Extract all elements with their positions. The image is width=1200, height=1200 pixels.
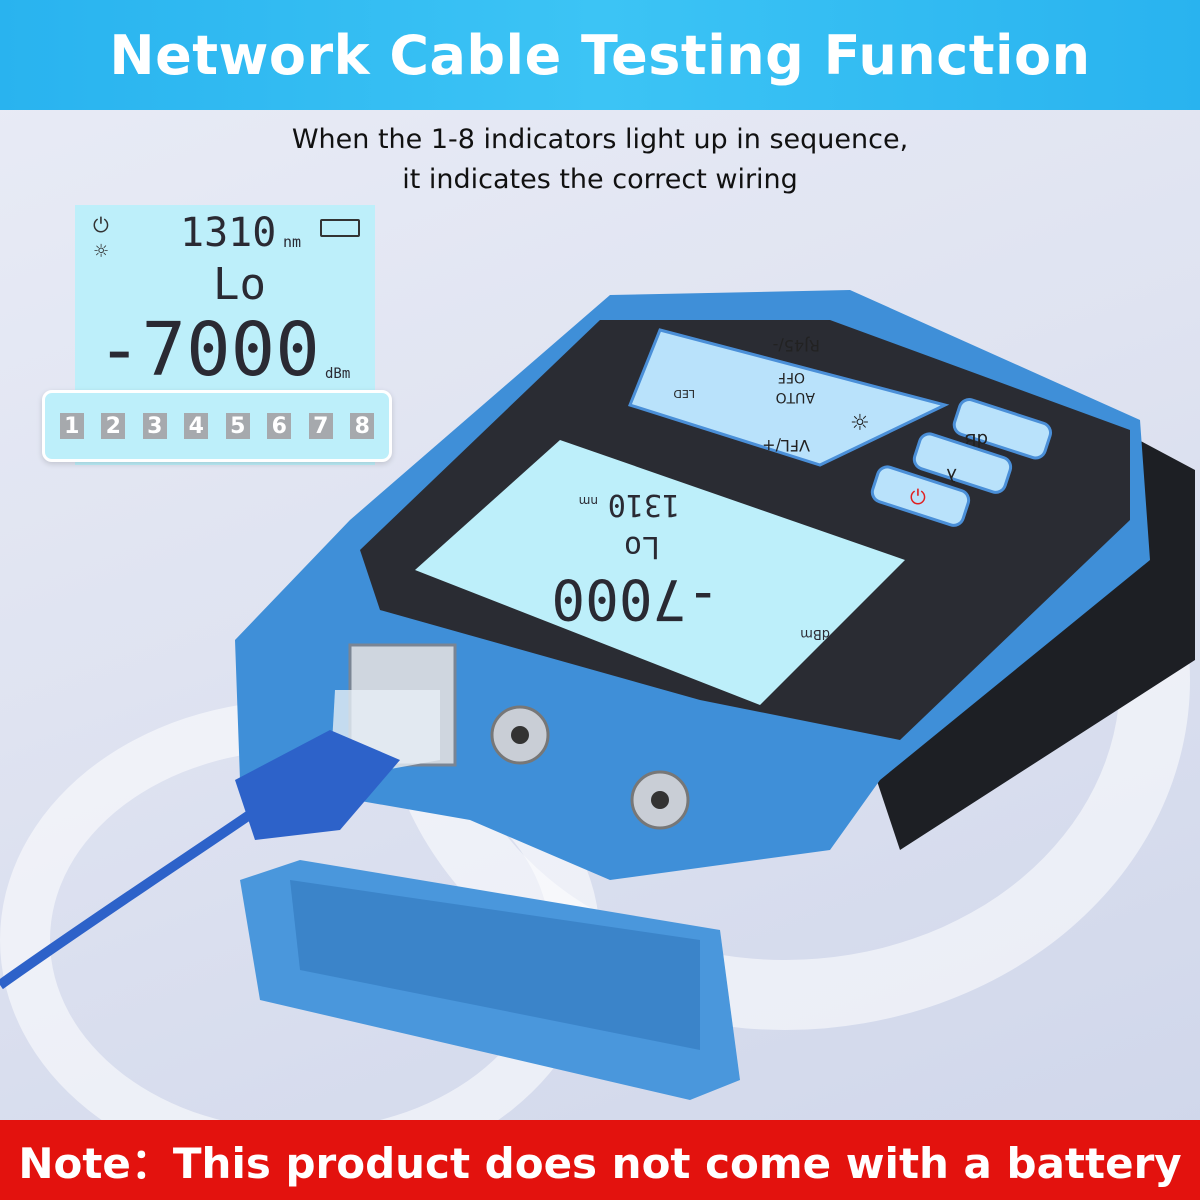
note-banner: Note：This product does not come with a b… xyxy=(0,1120,1200,1200)
indicator-1: 1 xyxy=(59,413,84,439)
lambda-button-label: λ xyxy=(946,464,957,485)
device-wavelength: 1310 xyxy=(608,487,680,522)
reading-value: -7000 xyxy=(97,307,320,393)
device-mode: Lo xyxy=(624,529,660,564)
power-icon: ⏻ xyxy=(93,213,109,237)
indicator-8: 8 xyxy=(350,413,375,439)
keypad-vfl-label: VFL/+ xyxy=(762,436,810,455)
indicator-4: 4 xyxy=(184,413,209,439)
device-reading: -7000 xyxy=(551,566,720,631)
title-banner: Network Cable Testing Function xyxy=(0,0,1200,110)
lambda-button[interactable]: λ xyxy=(912,431,1013,495)
indicator-3: 3 xyxy=(142,413,167,439)
battery-note: Note：This product does not come with a b… xyxy=(18,1138,1182,1188)
battery-lid-inner xyxy=(290,880,700,1050)
keypad-led-label: LED xyxy=(673,387,695,400)
battery-icon xyxy=(320,219,360,237)
power-button[interactable]: ⏻ xyxy=(870,464,971,528)
reading-unit: dBm xyxy=(325,366,351,382)
device-nm-unit: nm xyxy=(579,494,598,508)
keypad-rj45-label: RJ45/- xyxy=(773,336,820,355)
power-icon: ⏻ xyxy=(910,485,926,509)
keypad-off-label: OFF xyxy=(778,369,805,385)
wavelength-value: 1310 xyxy=(180,210,277,256)
page-title: Network Cable Testing Function xyxy=(109,23,1091,87)
wavelength-unit: nm xyxy=(283,233,302,251)
rj45-boot xyxy=(235,730,400,840)
keypad-auto-label: AUTO xyxy=(776,389,815,405)
indicator-5: 5 xyxy=(225,413,250,439)
backlight-icon: ☼ xyxy=(93,241,110,262)
brightness-icon: ☼ xyxy=(850,411,870,436)
subtitle: When the 1-8 indicators light up in sequ… xyxy=(0,120,1200,200)
indicator-2: 2 xyxy=(101,413,126,439)
subtitle-line-1: When the 1-8 indicators light up in sequ… xyxy=(291,124,909,155)
indicator-6: 6 xyxy=(267,413,292,439)
db-button-label: dB xyxy=(964,429,988,450)
wire-indicator-strip: 1 2 3 4 5 6 7 8 xyxy=(42,390,392,462)
direction-keypad[interactable] xyxy=(628,328,950,467)
mode-text: Lo xyxy=(213,259,266,310)
indicator-7: 7 xyxy=(308,413,333,439)
device-lcd xyxy=(415,440,905,705)
db-button[interactable]: dB xyxy=(952,397,1053,461)
subtitle-line-2: it indicates the correct wiring xyxy=(402,164,798,195)
device-dbm-unit: dBm xyxy=(800,626,830,641)
